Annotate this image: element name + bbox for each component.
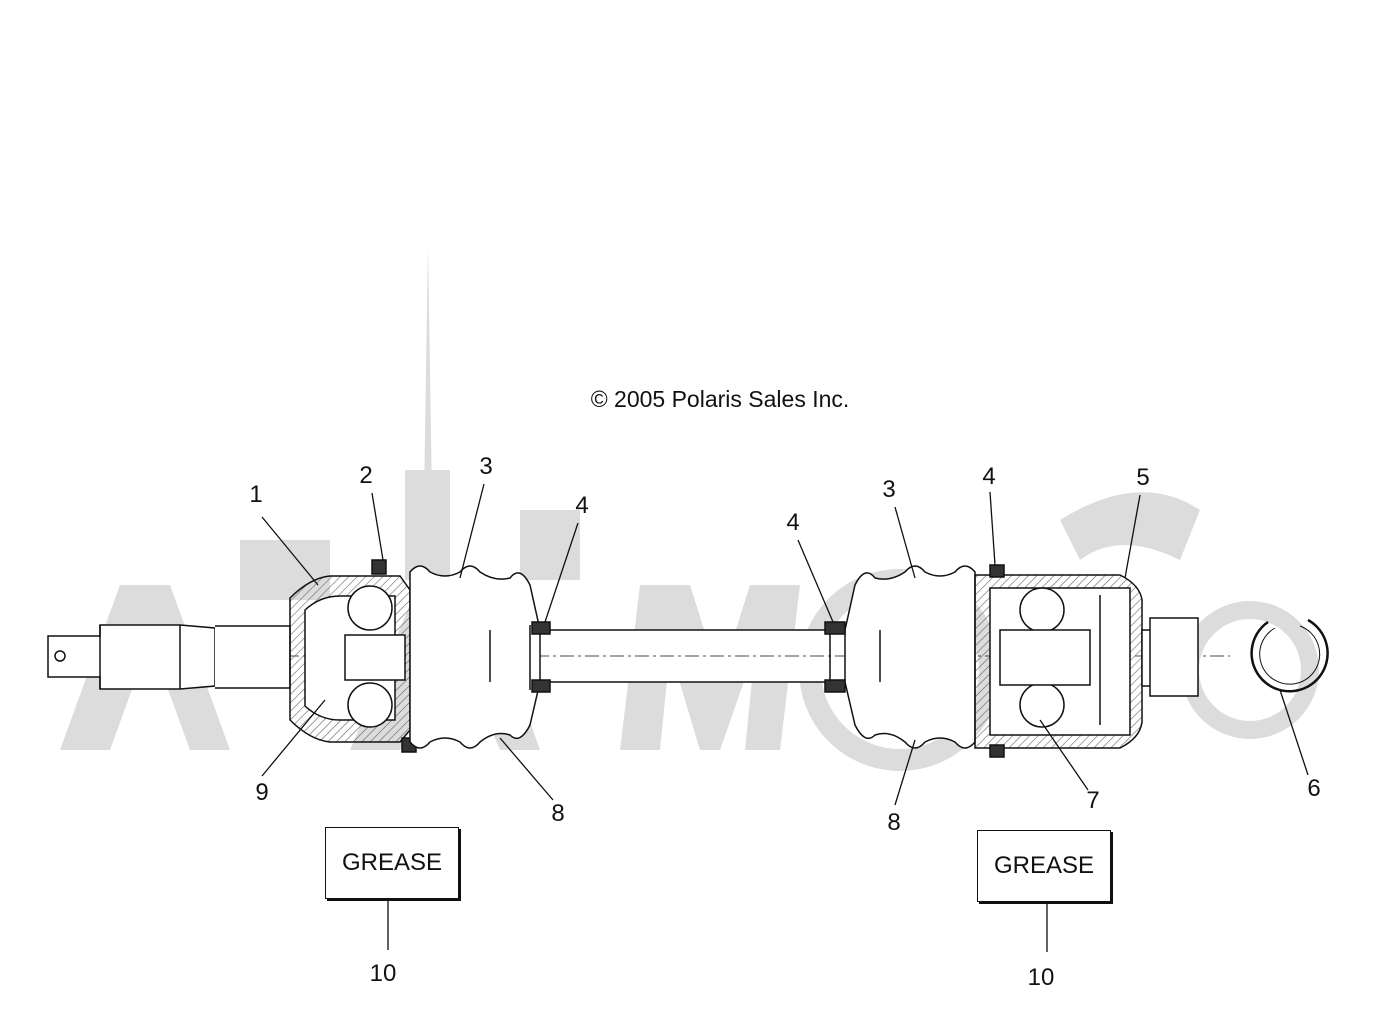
left-cv-joint	[289, 559, 417, 753]
callout-3-left: 3	[479, 453, 493, 480]
right-boot	[824, 565, 976, 749]
callout-7: 7	[1086, 787, 1100, 814]
copyright-text: © 2005 Polaris Sales Inc.	[590, 386, 850, 412]
circlip-ring	[1250, 618, 1329, 693]
grease-label-left: GREASE	[325, 827, 459, 899]
callout-10-right: 10	[1027, 964, 1055, 991]
callout-4-left: 4	[575, 492, 589, 519]
callout-8-left: 8	[551, 800, 565, 827]
right-cv-joint	[974, 564, 1143, 758]
right-stub-shaft	[1141, 617, 1199, 697]
callout-4-center: 4	[786, 509, 800, 536]
callout-5: 5	[1136, 464, 1150, 491]
callout-3-right: 3	[882, 476, 896, 503]
callout-1: 1	[249, 481, 263, 508]
callout-9: 9	[255, 779, 269, 806]
callout-8-right: 8	[887, 809, 901, 836]
callout-4-right: 4	[982, 463, 996, 490]
left-boot	[409, 565, 551, 749]
grease-label-right: GREASE	[977, 830, 1111, 902]
callout-10-left: 10	[369, 960, 397, 987]
callout-2: 2	[359, 462, 373, 489]
callout-6: 6	[1307, 775, 1321, 802]
left-stub-shaft	[47, 624, 291, 690]
leader-lines	[261, 483, 1309, 952]
